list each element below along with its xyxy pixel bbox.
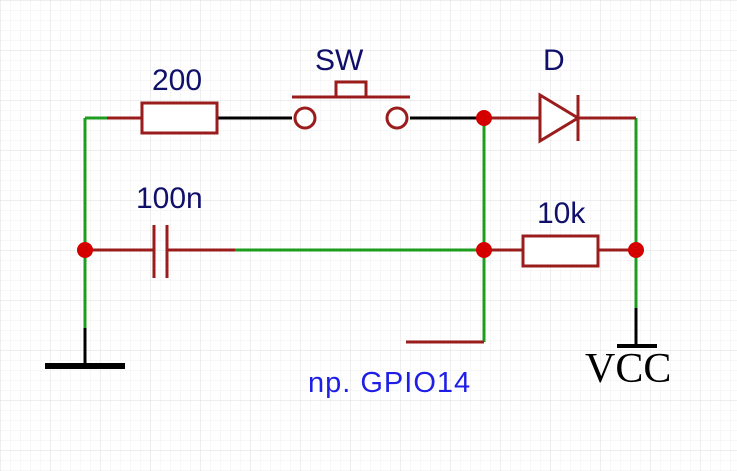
capacitor-label: 100n xyxy=(136,182,203,215)
switch-label: SW xyxy=(315,44,364,77)
resistor-200: 200 xyxy=(107,64,219,135)
junction-dot xyxy=(628,242,644,258)
diode-label: D xyxy=(543,44,565,77)
junction-dot xyxy=(476,242,492,258)
junctions xyxy=(77,110,644,258)
resistor-10k: 10k xyxy=(484,197,636,268)
ground-symbol xyxy=(45,328,125,369)
gpio-net-label: np. GPIO14 xyxy=(308,367,471,399)
resistor-10k-label: 10k xyxy=(537,197,586,230)
switch-sw: SW xyxy=(292,44,410,130)
vcc-label: VCC xyxy=(585,346,671,392)
capacitor-100n: 100n xyxy=(85,182,235,278)
diode-d: D xyxy=(484,44,636,144)
gpio-net: np. GPIO14 xyxy=(308,340,484,399)
vcc-symbol: VCC xyxy=(585,308,671,392)
junction-dot xyxy=(77,242,93,258)
junction-dot xyxy=(476,110,492,126)
wires xyxy=(83,116,638,342)
resistor-200-label: 200 xyxy=(152,64,202,97)
